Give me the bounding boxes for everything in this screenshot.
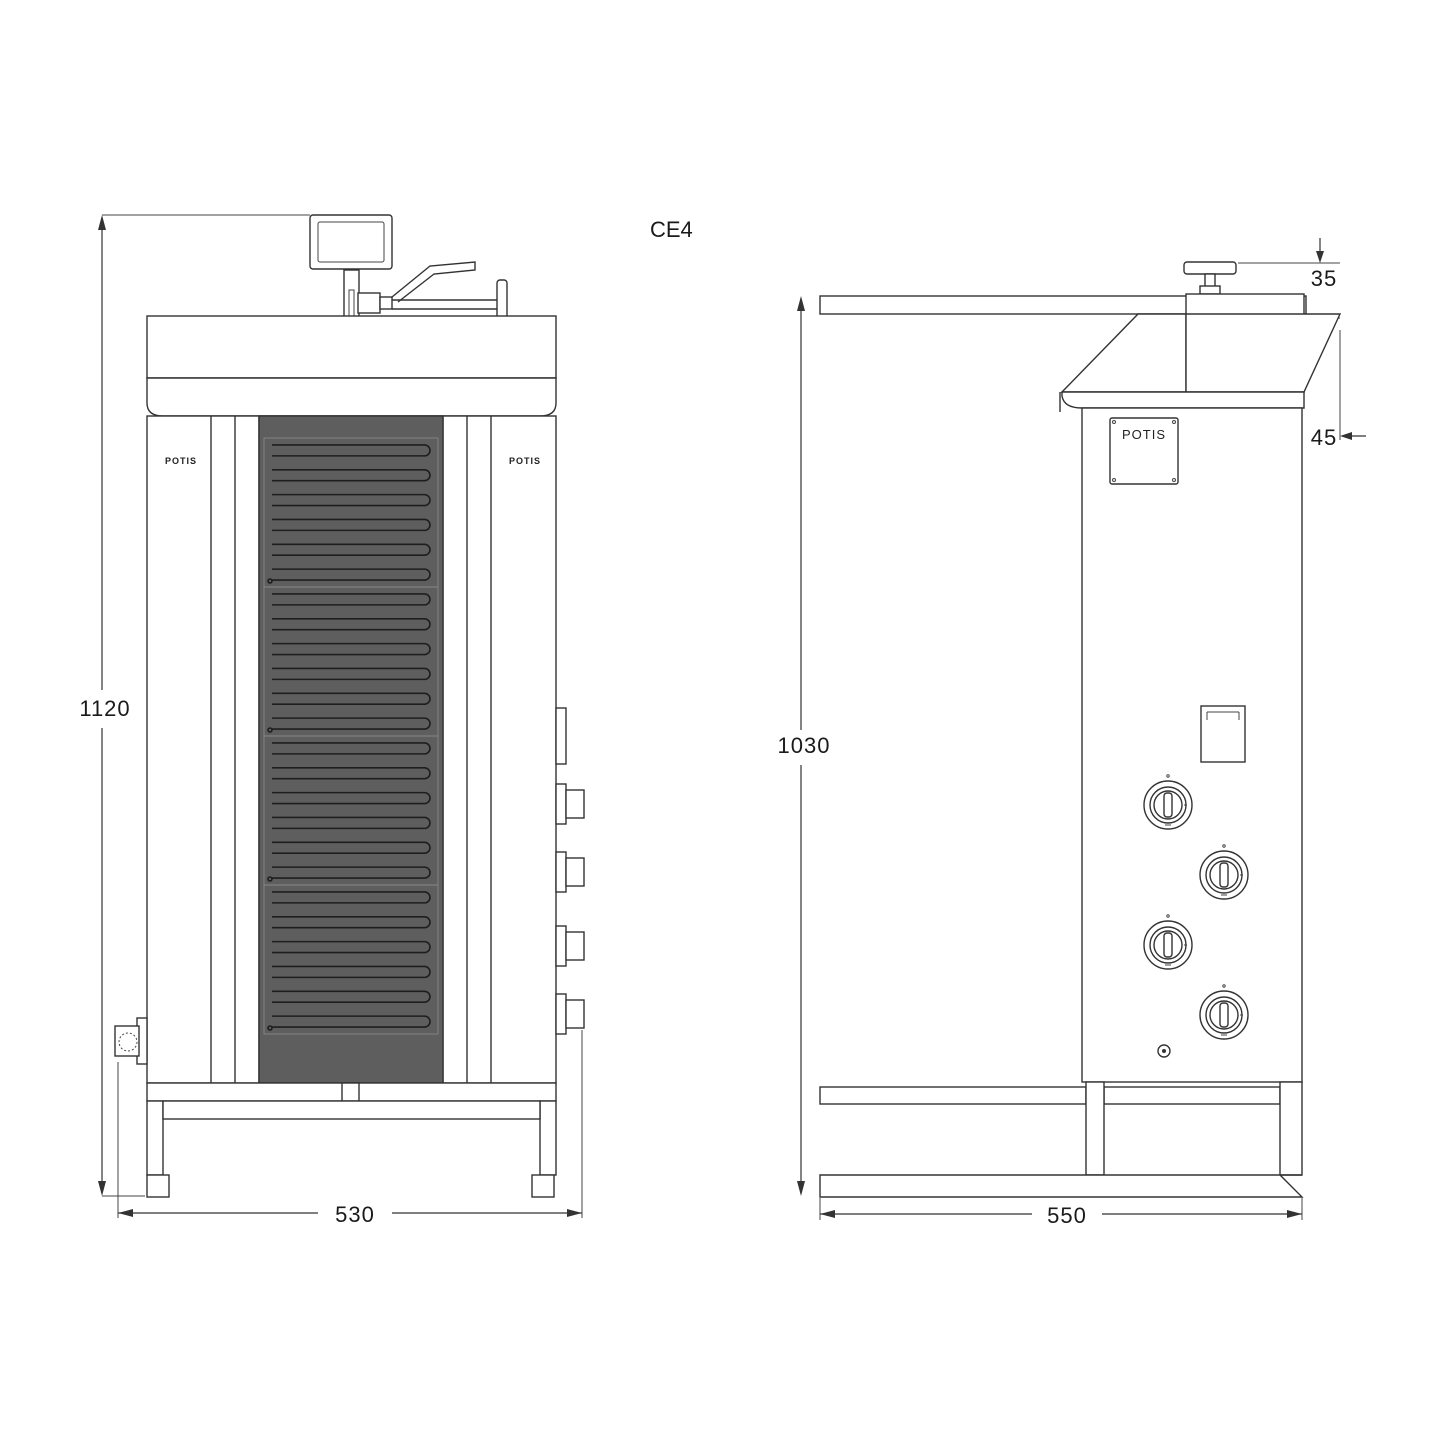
- model-title: CE4: [650, 217, 693, 242]
- coil-terminal: [267, 1025, 273, 1031]
- switch-box: [1200, 705, 1246, 763]
- front-body: POTIS POTIS: [146, 415, 557, 1084]
- control-knob: [1199, 984, 1249, 1040]
- side-height-label: 1030: [778, 733, 831, 758]
- side-width-dimension: 550: [819, 1198, 1303, 1228]
- edge-offset-label: 45: [1311, 425, 1337, 450]
- front-width-dimension: 530: [117, 1030, 583, 1227]
- control-knob: [1143, 774, 1193, 830]
- control-knob: [1199, 844, 1249, 900]
- side-stand: [819, 1081, 1304, 1198]
- brand-plate: [1109, 417, 1179, 485]
- top-offset-label: 35: [1311, 266, 1337, 291]
- side-width-label: 550: [1047, 1203, 1087, 1228]
- front-hood: [146, 315, 557, 417]
- coil-section: [263, 884, 439, 1035]
- front-view: 1120 530: [79, 214, 585, 1227]
- front-width-label: 530: [335, 1202, 375, 1227]
- coil-terminal: [267, 727, 273, 733]
- indicator-light: [1157, 1044, 1171, 1058]
- side-height-dimension: 1030: [778, 296, 831, 1196]
- coil-element: [272, 742, 431, 879]
- coil-terminal: [267, 578, 273, 584]
- coil-element: [272, 444, 431, 581]
- brand-logo-right: POTIS: [509, 456, 541, 466]
- coil-element: [272, 593, 431, 730]
- side-view: 1030 550 35 45: [778, 238, 1366, 1228]
- front-drain-valve: [114, 1017, 148, 1065]
- heating-panel: [258, 415, 444, 1084]
- front-side-controls: [555, 707, 585, 1035]
- coil-terminal: [267, 876, 273, 882]
- control-knobs: [1143, 774, 1249, 1040]
- front-height-label: 1120: [79, 696, 130, 721]
- brand-plate-text: POTIS: [1122, 427, 1166, 442]
- coil-element: [272, 891, 431, 1028]
- control-knob: [1143, 914, 1193, 970]
- front-stand: [146, 1082, 557, 1198]
- front-height-dimension: 1120: [79, 214, 310, 1197]
- side-body: POTIS: [1081, 407, 1303, 1083]
- heating-coils: [263, 437, 439, 1035]
- brand-logo-left: POTIS: [165, 456, 197, 466]
- side-hood: [1059, 313, 1342, 412]
